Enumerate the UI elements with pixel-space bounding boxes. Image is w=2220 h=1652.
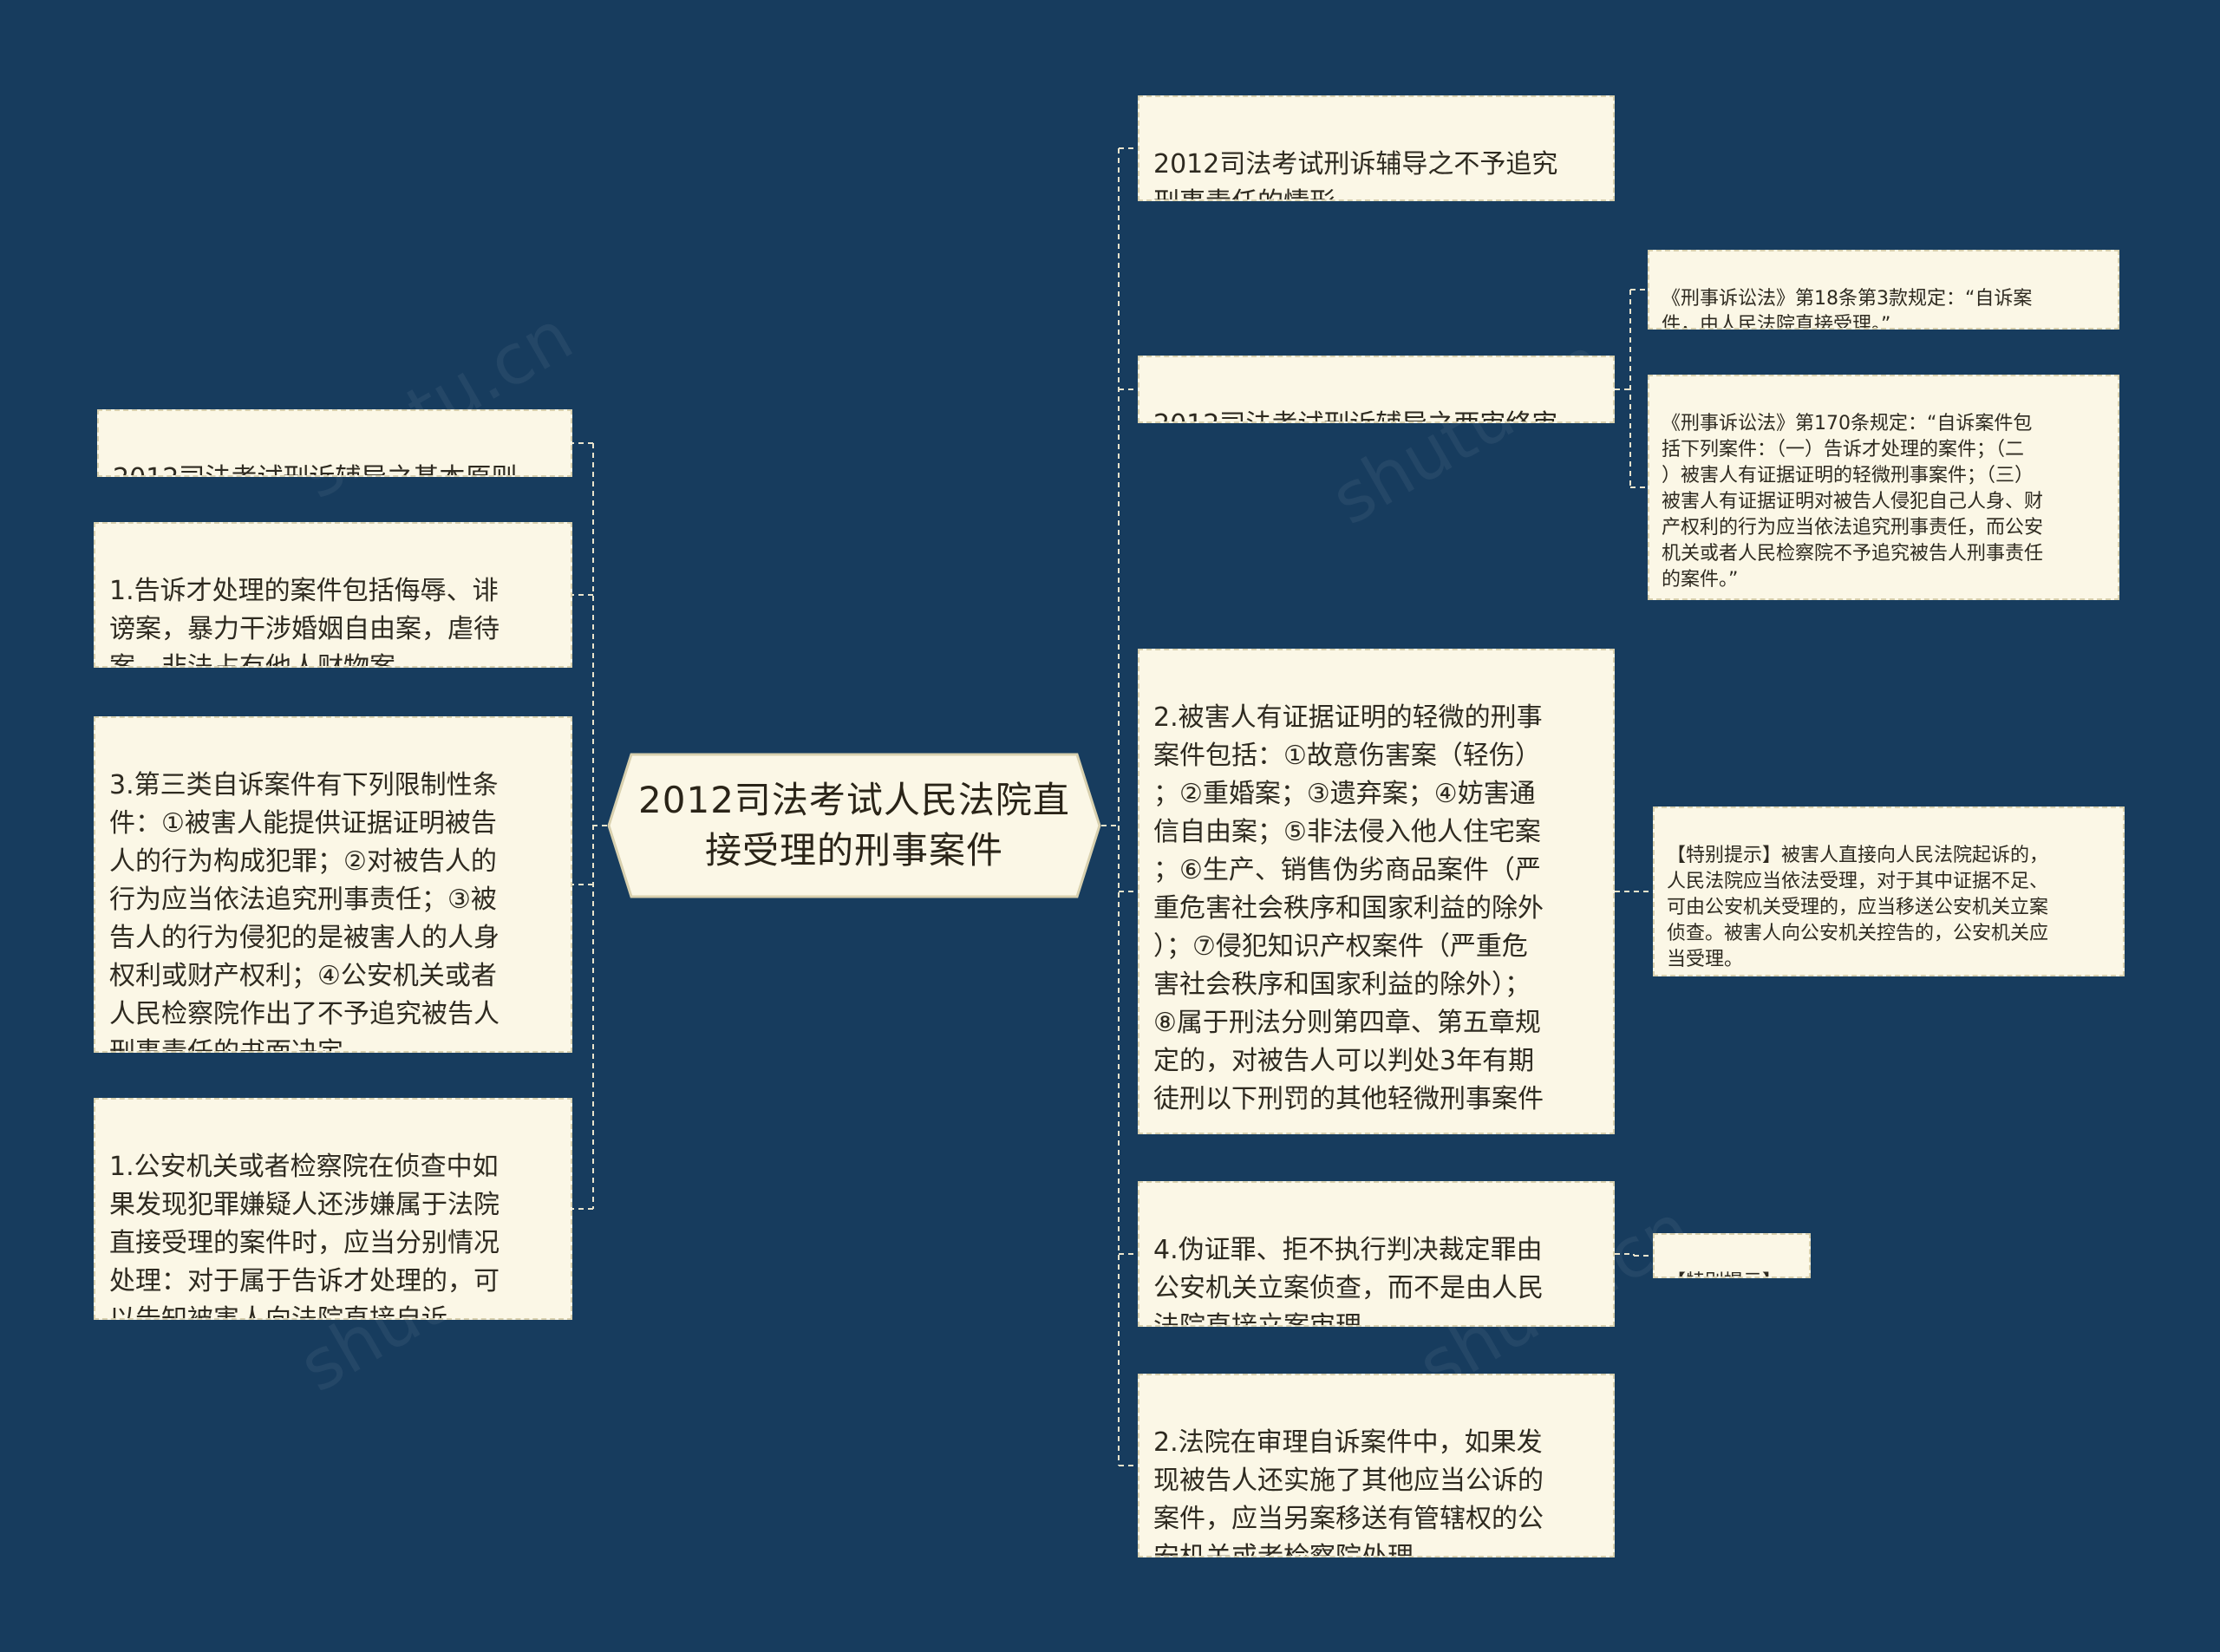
root-topic[interactable]: 2012司法考试人民法院直 接受理的刑事案件 [607, 753, 1101, 898]
node-text: 2012司法考试刑诉辅导之不予追究 刑事责任的情形 [1153, 149, 1558, 199]
node-text: 1.公安机关或者检察院在侦查中如 果发现犯罪嫌疑人还涉嫌属于法院 直接受理的案件… [109, 1152, 500, 1320]
sub-node-article-18[interactable]: 《刑事诉讼法》第18条第3款规定：“自诉案 件，由人民法院直接受理。” [1648, 250, 2119, 330]
node-text: 3.第三类自诉案件有下列限制性条 件：①被害人能提供证据证明被告 人的行为构成犯… [109, 770, 500, 1053]
node-text: 1.告诉才处理的案件包括侮辱、诽 谤案，暴力干涉婚姻自由案，虐待 案，非法占有他… [109, 576, 500, 668]
right-node-minor-cases[interactable]: 2.被害人有证据证明的轻微的刑事 案件包括：①故意伤害案（轻伤） ；②重婚案；③… [1138, 649, 1615, 1134]
root-shape [607, 753, 1101, 898]
node-text: 2.被害人有证据证明的轻微的刑事 案件包括：①故意伤害案（轻伤） ；②重婚案；③… [1153, 702, 1544, 1133]
node-text: 《刑事诉讼法》第18条第3款规定：“自诉案 件，由人民法院直接受理。” [1662, 288, 2033, 330]
sub-node-special-tip[interactable]: 【特别提示】被害人直接向人民法院起诉的， 人民法院应当依法受理，对于其中证据不足… [1653, 806, 2125, 976]
right-node-two-instance[interactable]: 2012司法考试刑诉辅导之两审终审 [1138, 356, 1615, 423]
left-node-basic-principles[interactable]: 2012司法考试刑诉辅导之基本原则 [97, 409, 572, 477]
left-node-complaint-cases[interactable]: 1.告诉才处理的案件包括侮辱、诽 谤案，暴力干涉婚姻自由案，虐待 案，非法占有他… [94, 522, 572, 668]
node-text: 《刑事诉讼法》第170条规定：“自诉案件包 括下列案件：（一）告诉才处理的案件；… [1662, 413, 2044, 591]
node-text: 2012司法考试刑诉辅导之两审终审 [1153, 406, 1599, 421]
root-title: 2012司法考试人民法院直 接受理的刑事案件 [638, 779, 1070, 872]
node-text: 4.伪证罪、拒不执行判决裁定罪由 公安机关立案侦查，而不是由人民 法院直接立案审… [1153, 1235, 1544, 1327]
sub-node-article-170[interactable]: 《刑事诉讼法》第170条规定：“自诉案件包 括下列案件：（一）告诉才处理的案件；… [1648, 375, 2119, 600]
node-text: 2.法院在审理自诉案件中，如果发 现被告人还实施了其他应当公诉的 案件，应当另案… [1153, 1427, 1544, 1557]
right-node-perjury[interactable]: 4.伪证罪、拒不执行判决裁定罪由 公安机关立案侦查，而不是由人民 法院直接立案审… [1138, 1181, 1615, 1327]
node-text: 【特别提示】被害人直接向人民法院起诉的， 人民法院应当依法受理，对于其中证据不足… [1667, 845, 2049, 970]
node-text: 2012司法考试刑诉辅导之基本原则 [113, 460, 557, 475]
left-node-investigation-handling[interactable]: 1.公安机关或者检察院在侦查中如 果发现犯罪嫌疑人还涉嫌属于法院 直接受理的案件… [94, 1098, 572, 1320]
node-text: 【特别提示】 [1667, 1270, 1797, 1277]
left-node-restrictive-conditions[interactable]: 3.第三类自诉案件有下列限制性条 件：①被害人能提供证据证明被告 人的行为构成犯… [94, 716, 572, 1053]
right-node-no-liability[interactable]: 2012司法考试刑诉辅导之不予追究 刑事责任的情形 [1138, 95, 1615, 201]
sub-node-special-tip-short[interactable]: 【特别提示】 [1653, 1233, 1811, 1278]
right-node-court-transfer[interactable]: 2.法院在审理自诉案件中，如果发 现被告人还实施了其他应当公诉的 案件，应当另案… [1138, 1374, 1615, 1557]
